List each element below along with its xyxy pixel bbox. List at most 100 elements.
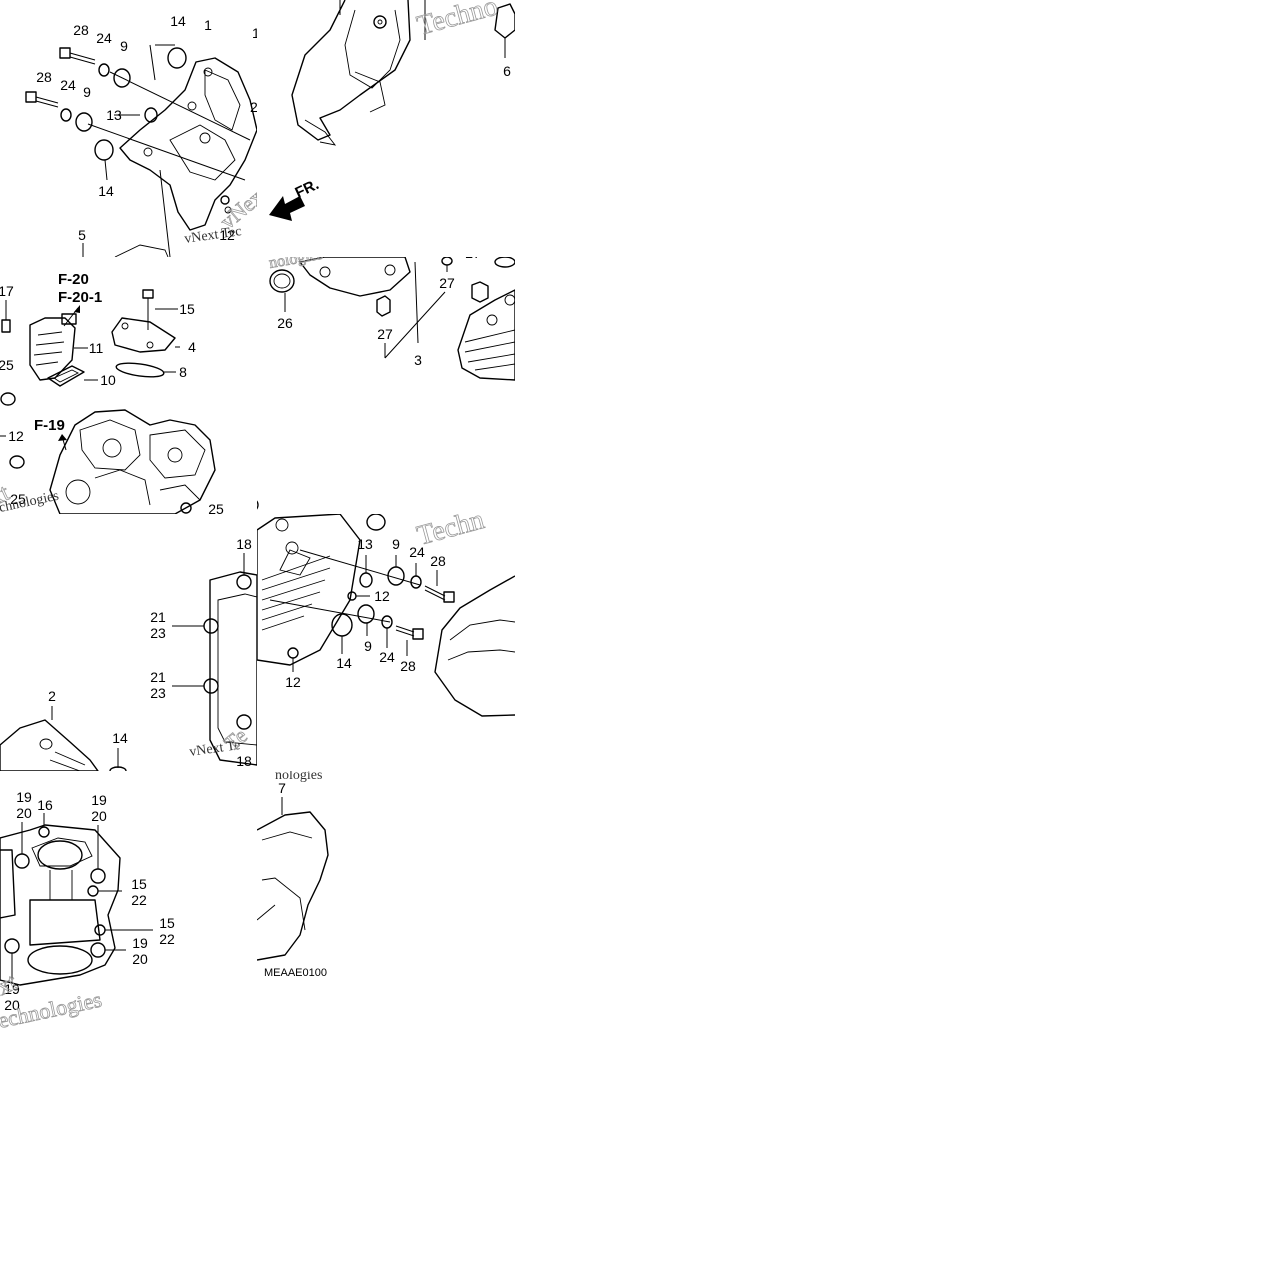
part-label: 9 — [120, 38, 128, 54]
part-label: 5 — [78, 227, 86, 243]
grommet-icon — [167, 47, 187, 69]
thermostat-housing-part — [29, 317, 76, 381]
part-label: 15 — [179, 301, 195, 317]
dowel-pin-icon — [471, 281, 489, 303]
watermark-text: chnologies — [0, 489, 60, 516]
part-label: 19 — [91, 792, 107, 808]
part-label: 24 — [409, 544, 425, 560]
part-label: 9 — [83, 84, 91, 100]
part-label: 25 — [0, 357, 14, 373]
cover-plate-part — [111, 317, 176, 353]
tile-cylinder-cover: 26 27 27 3 27 25 nologies — [240, 245, 515, 510]
part-label: 15 — [159, 915, 175, 931]
reference-label: F-20-1 — [58, 289, 102, 306]
washer-icon — [381, 615, 393, 629]
cover-seven-part — [257, 811, 329, 961]
bracket-part — [119, 57, 257, 231]
part-label: 12 — [374, 588, 390, 604]
front-direction-arrow: FR. — [269, 176, 322, 221]
part-label: 13 — [357, 536, 373, 552]
gasket-plate-part — [209, 571, 257, 766]
watermark-text: vNext Te — [188, 738, 241, 760]
part-label: 23 — [150, 625, 166, 641]
bolt-hole-icon — [87, 885, 99, 897]
tile-side-cover: 6 FR. Techno — [269, 0, 515, 221]
part-label: 18 — [236, 753, 252, 769]
part-label: 3 — [414, 352, 422, 368]
part-label: 21 — [150, 669, 166, 685]
cylinder-fins-part — [457, 289, 515, 381]
part-label: 20 — [91, 808, 107, 824]
tile-cylinder-fasteners: 13 9 24 28 12 14 9 24 28 12 Techn — [257, 504, 515, 717]
side-cover-part — [291, 0, 411, 141]
bolt-hole-icon — [38, 826, 50, 838]
part-label: 12 — [219, 227, 235, 243]
part-label: 17 — [0, 283, 14, 299]
tile-housing: F-20 F-20-1 17 11 10 15 4 8 F-19 — [0, 271, 224, 517]
part-label: 25 — [208, 501, 224, 517]
part-label: 28 — [430, 553, 446, 569]
part-label: 24 — [60, 77, 76, 93]
part-label: 12 — [8, 428, 24, 444]
washer-icon — [98, 63, 110, 77]
reference-label: F-20 — [58, 271, 89, 288]
part-label: 18 — [236, 536, 252, 552]
watermark-text: Techno — [414, 0, 501, 42]
part-label: 19 — [132, 935, 148, 951]
nut-icon — [347, 591, 357, 601]
cylinder-block-part — [257, 514, 361, 666]
water-pump-housing-part — [49, 409, 216, 514]
gasket-icon — [47, 365, 85, 387]
tile-bracket-assembly: 28 24 9 14 1 1 28 24 9 13 2 14 12 5 vNex… — [25, 13, 260, 257]
part-label: 28 — [400, 658, 416, 674]
part-label: 1 — [252, 25, 260, 41]
part-label: 4 — [188, 339, 196, 355]
tile-gasket-plate: 18 21 23 21 23 2 14 18 vNext Te Te — [0, 536, 257, 771]
part-label: 24 — [96, 30, 112, 46]
part-label: 16 — [37, 797, 53, 813]
o-ring-icon — [269, 269, 295, 293]
part-label: 20 — [132, 951, 148, 967]
part-label: 26 — [277, 315, 293, 331]
o-ring-icon — [115, 362, 165, 378]
bolt-hole-icon — [94, 924, 106, 936]
watermark-text: nologies — [268, 246, 324, 272]
watermark-text: nologies — [275, 768, 322, 783]
part-label: 25 — [240, 467, 256, 483]
side-cover-part — [434, 575, 515, 717]
washer-icon — [60, 108, 72, 122]
tile-cover-seven: 7 MEAAE0100 nologies — [257, 768, 329, 979]
cylinder-cover-part — [299, 257, 411, 297]
grommet-icon — [75, 112, 93, 132]
part-label: 9 — [392, 536, 400, 552]
flange-part — [29, 899, 101, 946]
reference-label: F-19 — [34, 417, 65, 434]
drawing-code: MEAAE0100 — [264, 967, 327, 979]
bolt-icon — [59, 47, 96, 65]
watermark-text: Techn — [414, 504, 488, 552]
svg-text:FR.: FR. — [293, 176, 322, 202]
part-label: 14 — [170, 13, 186, 29]
grommet-icon — [366, 514, 386, 531]
part-label: 27 — [465, 245, 481, 261]
part-label: 14 — [112, 730, 128, 746]
part-label: 28 — [73, 22, 89, 38]
part-label: 20 — [4, 997, 20, 1013]
part-label: 9 — [364, 638, 372, 654]
collar-icon — [144, 107, 158, 123]
bolt-hole-icon — [90, 942, 106, 958]
dowel-pin-icon — [441, 257, 453, 266]
part-label: 15 — [131, 876, 147, 892]
part-label: 6 — [503, 63, 511, 79]
nut-icon — [494, 3, 515, 39]
bolt-hole-icon — [90, 868, 106, 884]
part-label: 27 — [439, 275, 455, 291]
part-label: 19 — [4, 981, 20, 997]
part-label: 12 — [285, 674, 301, 690]
part-label: 22 — [159, 931, 175, 947]
grommet-icon — [357, 604, 375, 624]
collar-icon — [359, 572, 373, 588]
port-icon — [37, 840, 83, 870]
